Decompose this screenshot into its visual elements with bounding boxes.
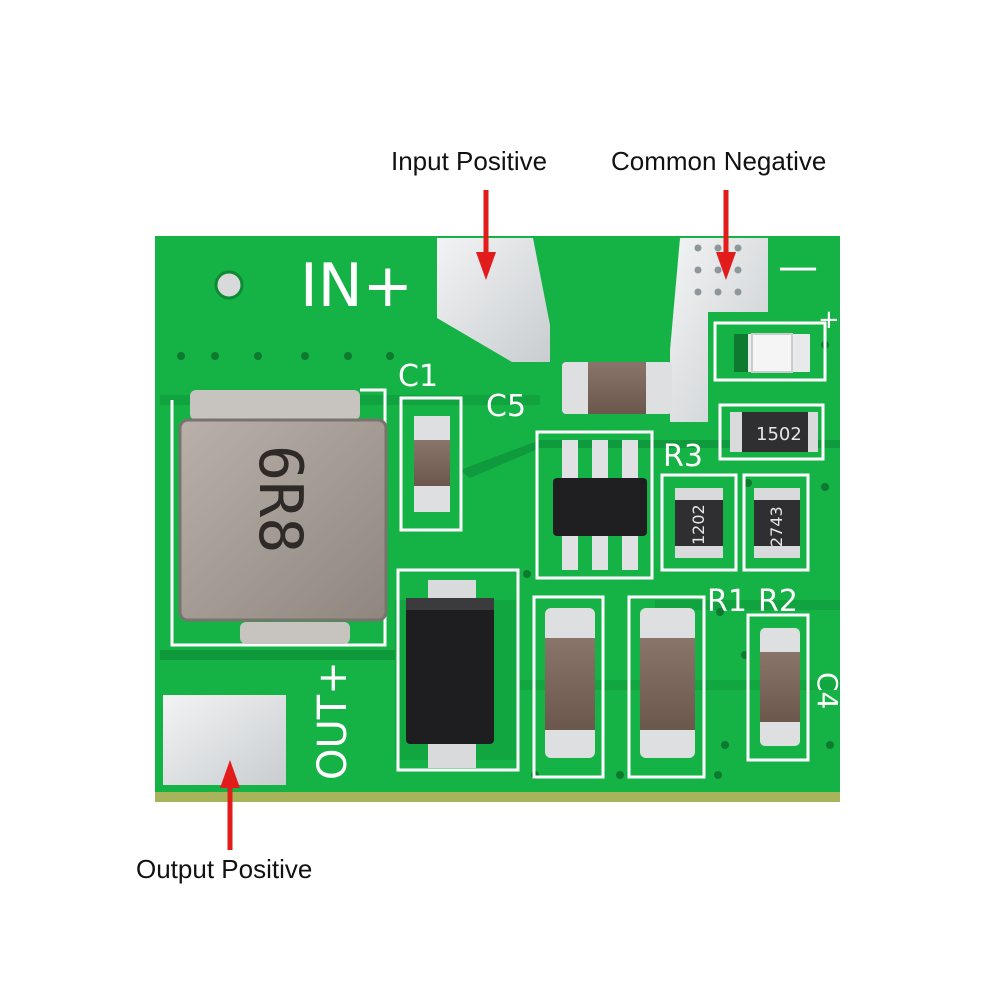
input-positive-label: Input Positive <box>391 146 548 176</box>
output-positive-arrow <box>220 760 240 850</box>
capacitor-c4 <box>760 628 800 746</box>
inductor-marking: 6R8 <box>245 445 315 553</box>
resistor-r1-marking: 1202 <box>689 504 708 545</box>
silk-r2: R2 <box>758 584 798 619</box>
capacitor-out-1 <box>545 608 595 758</box>
resistor-1502: 1502 <box>730 412 818 452</box>
silk-c1: C1 <box>398 359 438 394</box>
capacitor-out-2 <box>640 608 695 758</box>
resistor-r1: 1202 <box>675 488 723 558</box>
silk-minus: — <box>778 244 818 290</box>
resistor-1502-marking: 1502 <box>756 424 802 445</box>
inductor: 6R8 <box>178 390 388 644</box>
ic-chip <box>553 440 647 570</box>
silk-in-plus: IN+ <box>300 251 413 321</box>
common-negative-arrow <box>716 190 736 280</box>
output-positive-pad <box>163 695 286 785</box>
capacitor-c5 <box>562 362 672 414</box>
silk-plus-small: + <box>818 305 840 335</box>
capacitor-c1 <box>414 416 450 512</box>
resistor-r2-marking: 2743 <box>767 506 786 547</box>
silk-c5: C5 <box>486 389 526 424</box>
common-negative-pad <box>670 238 768 422</box>
silk-r3: R3 <box>663 439 703 474</box>
silk-c4: C4 <box>811 672 844 709</box>
resistor-r2: 2743 <box>754 488 800 558</box>
common-negative-label: Common Negative <box>611 146 827 176</box>
schottky-diode <box>406 580 494 768</box>
led <box>734 333 810 373</box>
input-positive-arrow <box>476 190 496 280</box>
silk-r1: R1 <box>707 584 747 619</box>
input-positive-pad <box>437 238 550 362</box>
output-positive-label: Output Positive <box>136 854 313 884</box>
silk-out-plus: OUT+ <box>310 661 356 780</box>
